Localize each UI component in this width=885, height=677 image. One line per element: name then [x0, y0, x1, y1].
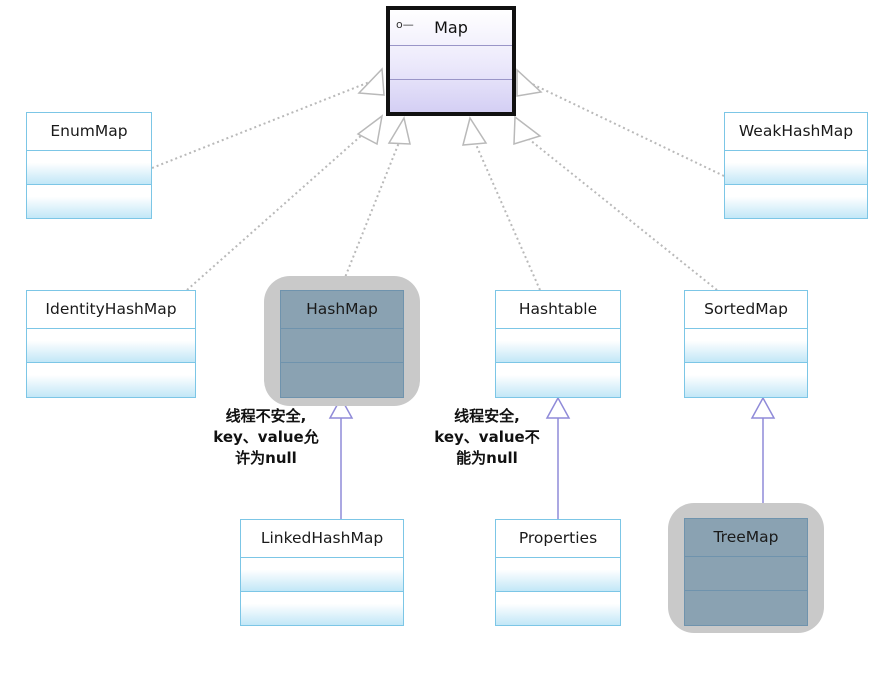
hashmap-thread-safety-note: 线程不安全, key、value允 许为null	[196, 406, 336, 469]
edge-identityhashmap-map	[186, 126, 372, 291]
identityhashmap-class-box: IdentityHashMap	[26, 290, 196, 398]
interface-lollipop-icon: o—	[396, 18, 414, 31]
hashtable-note-line-1: 线程安全,	[454, 407, 520, 425]
sortedmap-class-name: SortedMap	[704, 300, 788, 319]
arrowhead-hashtable	[462, 116, 488, 146]
hashmap-class-name: HashMap	[306, 300, 378, 319]
properties-class-name: Properties	[518, 529, 598, 548]
hashtable-class-box: Hashtable	[495, 290, 621, 398]
enummap-operations-section	[27, 183, 151, 218]
arrowhead-treemap	[750, 396, 776, 419]
hashmap-operations-section	[281, 362, 403, 397]
hashtable-operations-section	[496, 362, 620, 397]
enummap-class-name: EnumMap	[50, 122, 128, 141]
linkedhashmap-class-name: LinkedHashMap	[260, 529, 384, 548]
map-attributes-section	[390, 45, 512, 78]
sortedmap-attributes-section	[685, 327, 807, 363]
treemap-class-box: TreeMap	[684, 518, 808, 626]
hashtable-note-line-2: key、value不	[434, 428, 540, 446]
linkedhashmap-operations-section	[241, 590, 403, 625]
hashmap-note-line-3: 许为null	[235, 449, 297, 467]
weakhashmap-operations-section	[725, 183, 867, 218]
hashtable-attributes-section	[496, 327, 620, 363]
edge-hashmap-map	[339, 139, 401, 291]
map-interface-box: o— Map	[386, 6, 516, 116]
hashmap-note-line-2: key、value允	[213, 428, 319, 446]
hashmap-attributes-section	[281, 327, 403, 363]
hashtable-class-name: Hashtable	[518, 300, 598, 319]
arrowhead-linkedhashmap	[328, 396, 354, 419]
hashmap-class-box: HashMap	[280, 290, 404, 398]
hashtable-thread-safety-note: 线程安全, key、value不 能为null	[420, 406, 554, 469]
map-interface-header: o— Map	[390, 10, 512, 45]
arrowhead-weakhashmap	[516, 68, 543, 97]
treemap-operations-section	[685, 590, 807, 625]
properties-operations-section	[496, 590, 620, 625]
properties-class-box: Properties	[495, 519, 621, 626]
weakhashmap-class-name: WeakHashMap	[738, 122, 854, 141]
arrowhead-sortedmap	[513, 115, 542, 146]
enummap-class-box: EnumMap	[26, 112, 152, 219]
weakhashmap-attributes-section	[725, 149, 867, 184]
linkedhashmap-class-box: LinkedHashMap	[240, 519, 404, 626]
arrowhead-identityhashmap	[356, 114, 384, 146]
hashmap-note-line-1: 线程不安全,	[225, 407, 307, 425]
treemap-attributes-section	[685, 555, 807, 591]
edge-enummap-map	[151, 80, 373, 169]
map-interface-name: Map	[434, 18, 468, 38]
edge-sortedmap-map	[524, 135, 718, 291]
weakhashmap-class-box: WeakHashMap	[724, 112, 868, 219]
sortedmap-class-box: SortedMap	[684, 290, 808, 398]
identityhashmap-operations-section	[27, 362, 195, 397]
properties-attributes-section	[496, 556, 620, 591]
edge-hashtable-map	[473, 139, 541, 291]
enummap-attributes-section	[27, 149, 151, 184]
identityhashmap-attributes-section	[27, 327, 195, 363]
arrowhead-hashmap	[387, 116, 411, 145]
identityhashmap-class-name: IdentityHashMap	[45, 300, 177, 319]
hashtable-note-line-3: 能为null	[456, 449, 518, 467]
arrowhead-enummap	[357, 67, 385, 96]
arrowhead-properties	[545, 396, 571, 419]
sortedmap-operations-section	[685, 362, 807, 397]
edge-weakhashmap-map	[527, 81, 725, 177]
map-operations-section	[390, 78, 512, 112]
linkedhashmap-attributes-section	[241, 556, 403, 591]
treemap-class-name: TreeMap	[713, 528, 779, 547]
